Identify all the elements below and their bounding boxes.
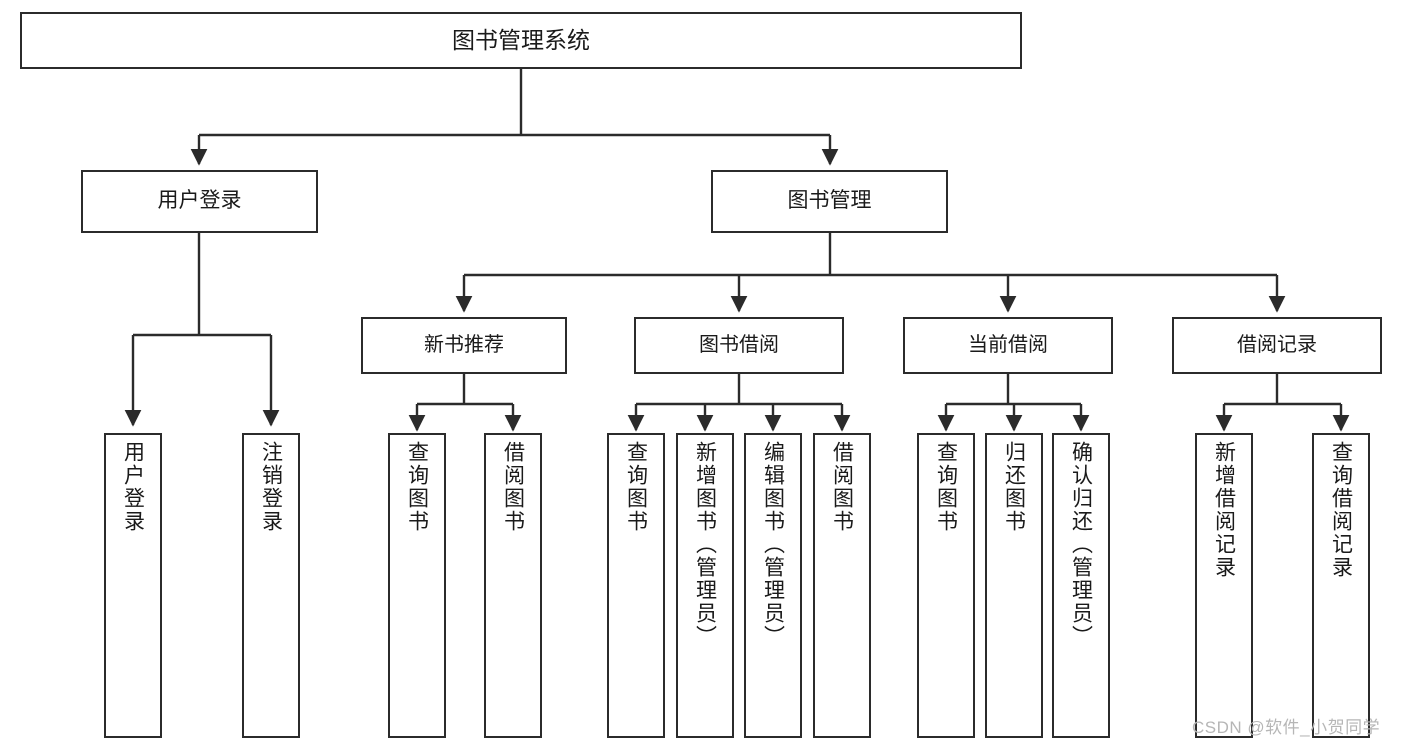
leaf-current-borrow-return-book[interactable]: 归还图书	[985, 433, 1043, 738]
node-label: 查询借阅记录	[1329, 441, 1353, 579]
node-label: 新增借阅记录	[1212, 441, 1236, 579]
leaf-user-login-logout[interactable]: 注销登录	[242, 433, 300, 738]
leaf-user-login-login[interactable]: 用户登录	[104, 433, 162, 738]
node-current-borrow[interactable]: 当前借阅	[903, 317, 1113, 374]
leaf-book-borrow-edit-book-admin[interactable]: 编辑图书（管理员）	[744, 433, 802, 738]
node-label: 归还图书	[1002, 441, 1026, 533]
watermark-text: CSDN @软件_小贺同学	[1192, 718, 1381, 737]
node-book-management[interactable]: 图书管理	[711, 170, 948, 233]
node-label: 图书管理	[787, 189, 872, 213]
node-label: 图书借阅	[699, 333, 779, 356]
node-label: 用户登录	[121, 441, 145, 533]
node-label: 借阅记录	[1237, 333, 1317, 356]
node-label: 编辑图书（管理员）	[761, 441, 785, 648]
node-label: 新书推荐	[424, 333, 504, 356]
node-root-book-management-system[interactable]: 图书管理系统	[20, 12, 1022, 69]
node-borrow-record[interactable]: 借阅记录	[1172, 317, 1382, 374]
leaf-book-borrow-borrow-book[interactable]: 借阅图书	[813, 433, 871, 738]
node-label: 查询图书	[405, 441, 429, 533]
leaf-new-book-query-book[interactable]: 查询图书	[388, 433, 446, 738]
node-label: 查询图书	[624, 441, 648, 533]
leaf-book-borrow-add-book-admin[interactable]: 新增图书（管理员）	[676, 433, 734, 738]
node-new-book-recommend[interactable]: 新书推荐	[361, 317, 567, 374]
node-label: 用户登录	[157, 189, 242, 213]
leaf-current-borrow-confirm-return-admin[interactable]: 确认归还（管理员）	[1052, 433, 1110, 738]
leaf-borrow-record-add-record[interactable]: 新增借阅记录	[1195, 433, 1253, 738]
node-label: 确认归还（管理员）	[1069, 441, 1093, 648]
leaf-new-book-borrow-book[interactable]: 借阅图书	[484, 433, 542, 738]
node-label: 注销登录	[259, 441, 283, 533]
leaf-borrow-record-query-record[interactable]: 查询借阅记录	[1312, 433, 1370, 738]
node-label: 借阅图书	[830, 441, 854, 533]
leaf-current-borrow-query-book[interactable]: 查询图书	[917, 433, 975, 738]
node-user-login[interactable]: 用户登录	[81, 170, 318, 233]
node-book-borrow[interactable]: 图书借阅	[634, 317, 844, 374]
node-label: 借阅图书	[501, 441, 525, 533]
node-label: 当前借阅	[968, 333, 1048, 356]
node-label: 新增图书（管理员）	[693, 441, 717, 648]
node-label: 查询图书	[934, 441, 958, 533]
node-label: 图书管理系统	[452, 26, 590, 53]
leaf-book-borrow-query-book[interactable]: 查询图书	[607, 433, 665, 738]
